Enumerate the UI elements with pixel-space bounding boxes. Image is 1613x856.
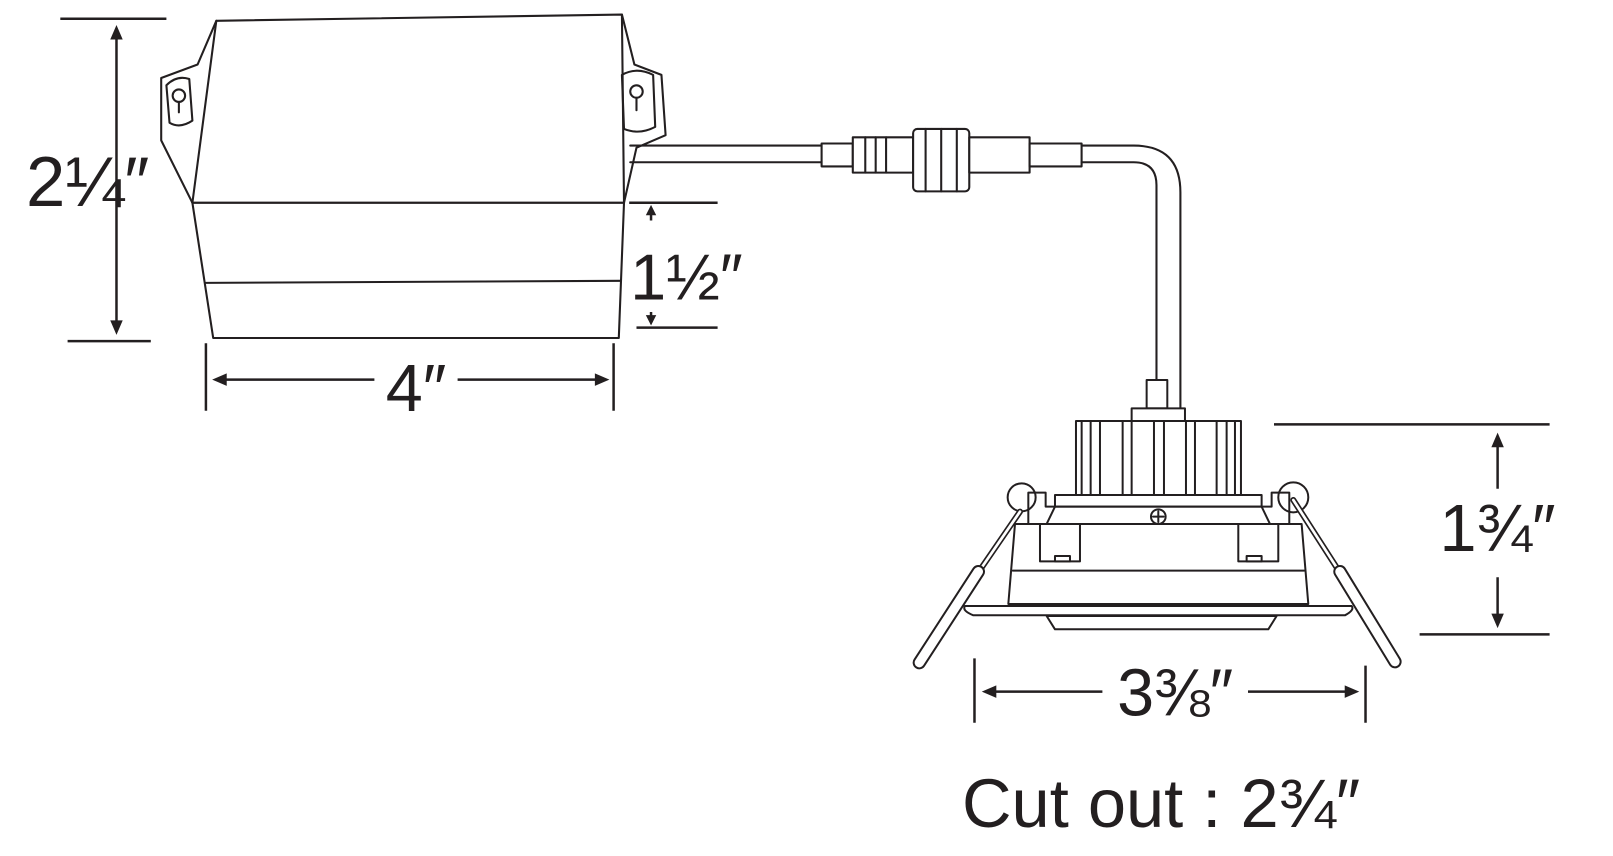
driver-lower-height-label: 1½″ — [630, 242, 742, 314]
cutout-label: Cut out : 2¾″ — [962, 765, 1360, 842]
driver-box — [160, 13, 667, 340]
driver-height-label: 2¼″ — [26, 142, 149, 221]
fixture-width-label: 3⅜″ — [1117, 657, 1233, 731]
driver-width-label: 4″ — [386, 352, 447, 426]
fixture-height-label: 1¾″ — [1440, 492, 1556, 566]
cable-connector — [629, 127, 1182, 415]
recessed-fixture — [912, 379, 1402, 670]
dimension-lines — [60, 17, 1550, 723]
